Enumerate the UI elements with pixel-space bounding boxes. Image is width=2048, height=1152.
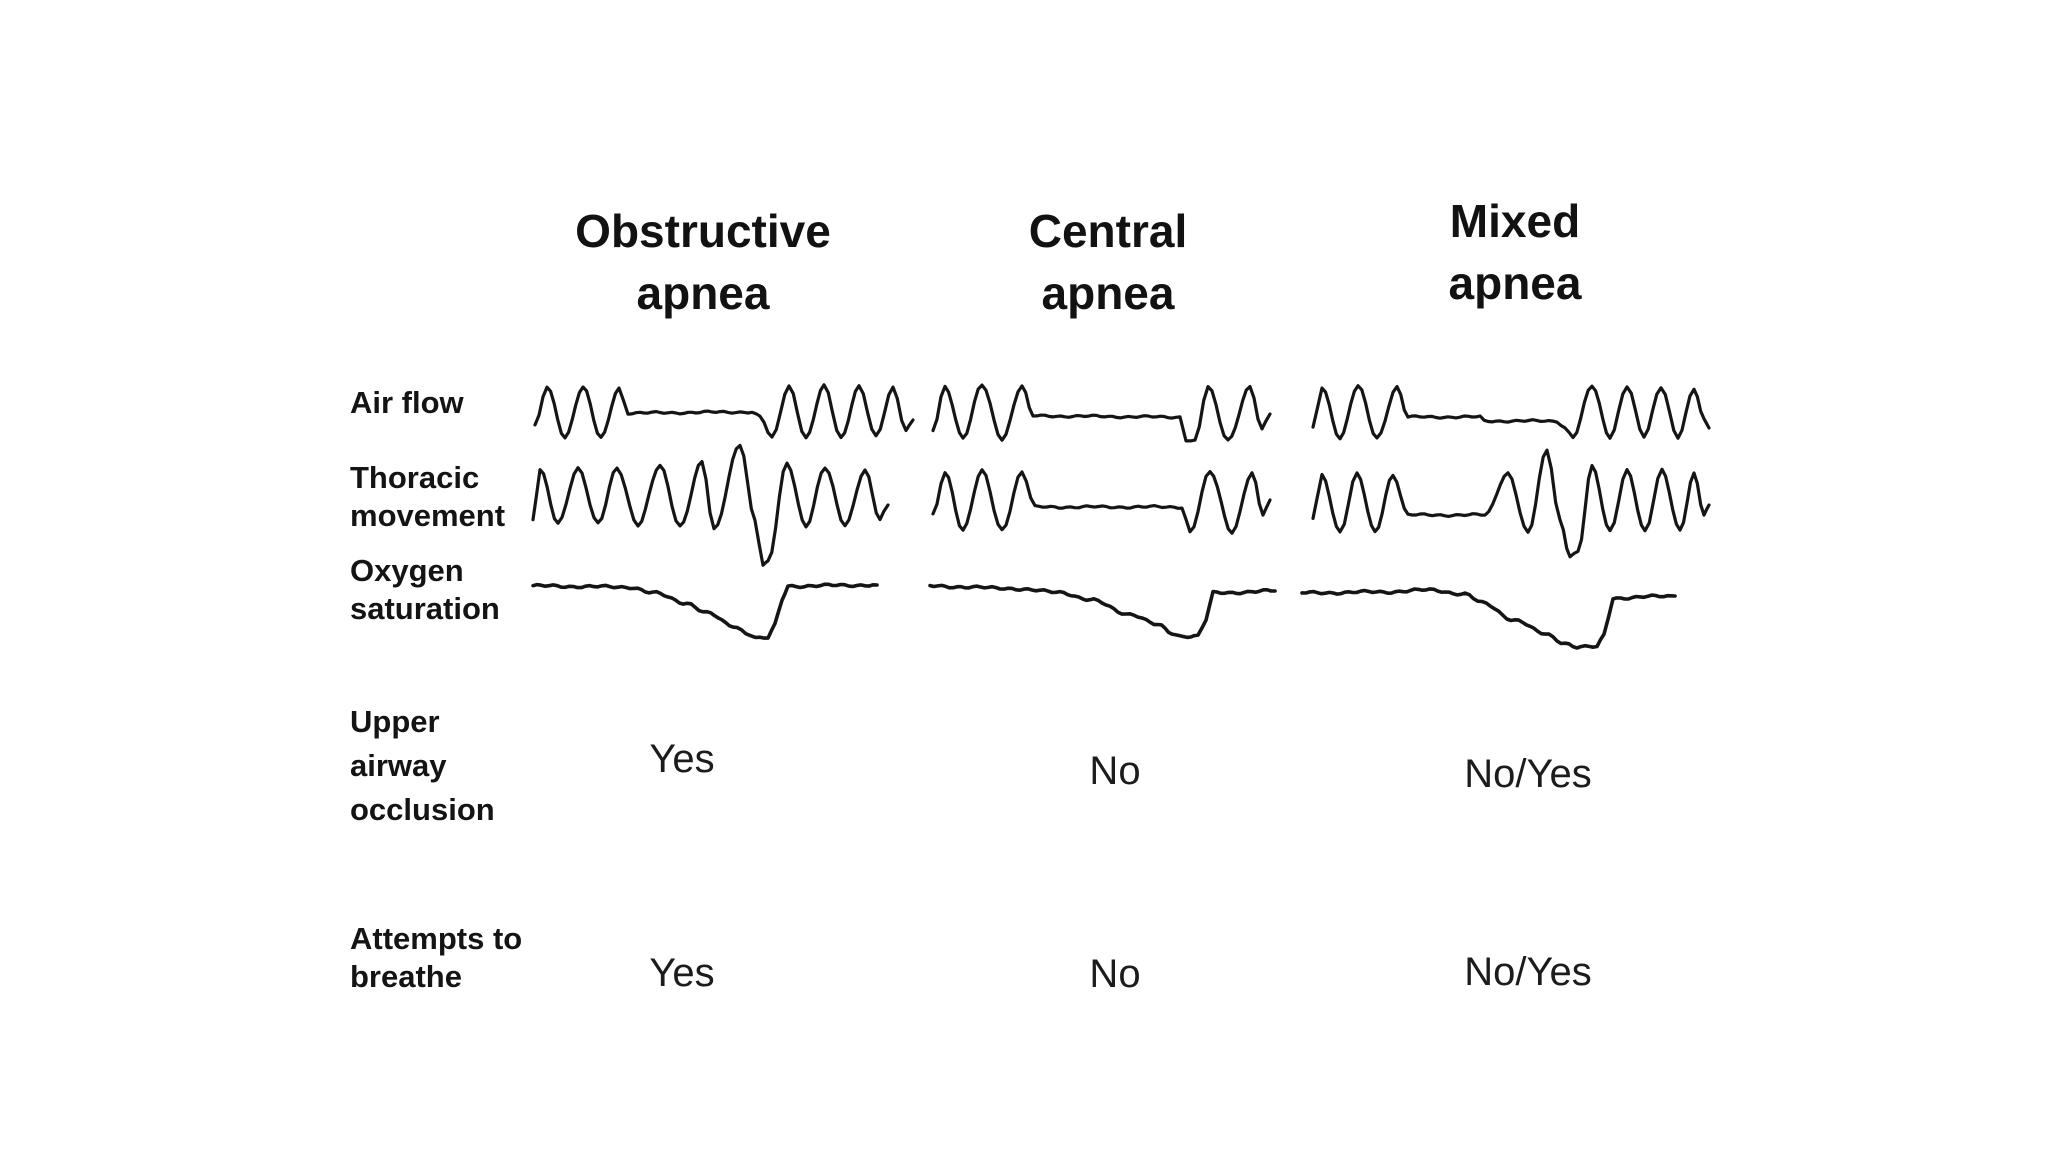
header-line: Central: [1028, 205, 1188, 257]
row-label-upper-airway-occlusion: Upper airway occlusion: [350, 700, 495, 832]
trace-obstructive-oxygen-saturation: [531, 582, 879, 640]
value-breathe-central: No: [1089, 952, 1141, 996]
header-line: apnea: [1041, 267, 1175, 319]
row-label-line: Air flow: [350, 385, 464, 420]
trace-obstructive-thoracic-movement: [531, 443, 890, 567]
trace-central-air-flow: [931, 383, 1272, 443]
value-breathe-mixed: No/Yes: [1464, 950, 1592, 994]
trace-mixed-air-flow: [1311, 384, 1711, 441]
header-line: Mixed: [1449, 195, 1581, 247]
column-header-mixed-apnea: Mixed apnea: [1449, 190, 1582, 314]
row-label-air-flow: Air flow: [350, 384, 464, 422]
trace-central-thoracic-movement: [931, 468, 1272, 535]
row-label-line: Attempts to: [350, 921, 523, 956]
header-line: apnea: [1448, 257, 1582, 309]
row-label-line: movement: [350, 498, 506, 533]
value-occlusion-central: No: [1089, 749, 1141, 793]
trace-mixed-oxygen-saturation: [1300, 587, 1677, 650]
row-label-oxygen-saturation: Oxygen saturation: [350, 552, 500, 628]
row-label-line: airway: [350, 748, 447, 783]
row-label-line: breathe: [350, 959, 462, 994]
value-breathe-obstructive: Yes: [649, 951, 715, 995]
trace-mixed-thoracic-movement: [1311, 448, 1711, 559]
row-label-line: Oxygen: [350, 553, 464, 588]
row-label-line: saturation: [350, 591, 500, 626]
row-label-line: Upper: [350, 704, 440, 739]
column-header-central-apnea: Central apnea: [1029, 200, 1187, 324]
row-label-attempts-to-breathe: Attempts to breathe: [350, 920, 522, 996]
header-line: Obstructive: [575, 205, 831, 257]
row-label-line: occlusion: [350, 792, 495, 827]
row-label-line: Thoracic: [350, 460, 480, 495]
trace-central-oxygen-saturation: [928, 583, 1277, 640]
value-occlusion-mixed: No/Yes: [1464, 752, 1592, 796]
column-header-obstructive-apnea: Obstructive apnea: [575, 200, 831, 324]
header-line: apnea: [636, 267, 770, 319]
trace-obstructive-air-flow: [533, 383, 915, 440]
value-occlusion-obstructive: Yes: [649, 737, 715, 781]
row-label-thoracic-movement: Thoracic movement: [350, 459, 505, 535]
